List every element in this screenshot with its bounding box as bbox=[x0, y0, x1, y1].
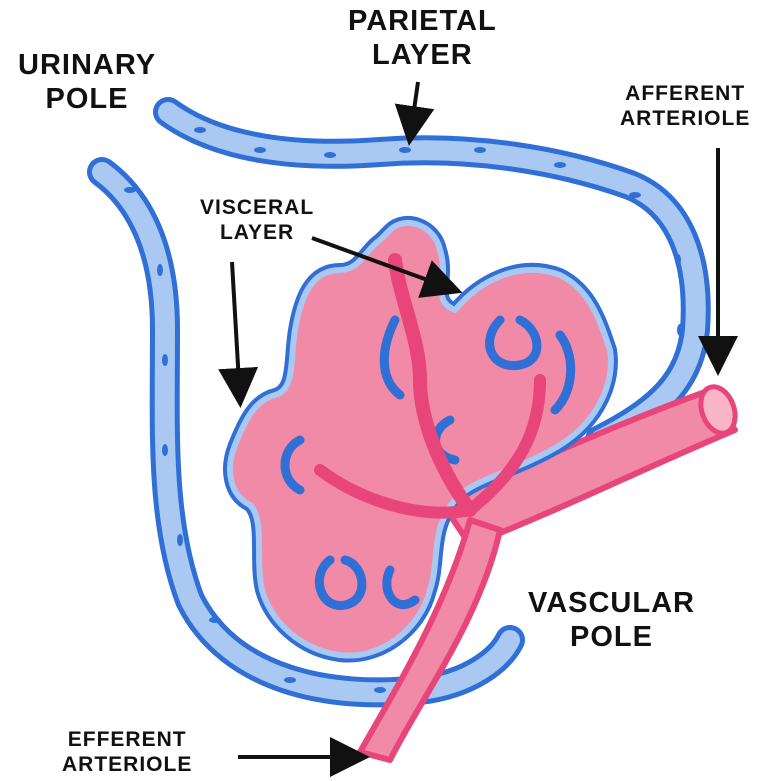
urinary-pole-line-2: POLE bbox=[18, 82, 156, 116]
visceral-layer-label: VISCERAL LAYER bbox=[200, 196, 314, 246]
parietal-layer-label: PARIETAL LAYER bbox=[348, 4, 497, 72]
visceral-layer-arrow-left bbox=[232, 262, 240, 400]
vascular-pole-line-2: POLE bbox=[528, 620, 695, 654]
afferent-arteriole-label: AFFERENT ARTERIOLE bbox=[620, 82, 750, 132]
parietal-layer-arrow bbox=[410, 82, 418, 138]
efferent-arteriole-line-2: ARTERIOLE bbox=[62, 753, 192, 778]
vascular-pole-line-1: VASCULAR bbox=[528, 586, 695, 620]
parietal-layer-line-1: PARIETAL bbox=[348, 4, 497, 38]
afferent-arteriole-line-2: ARTERIOLE bbox=[620, 107, 750, 132]
efferent-arteriole-line-1: EFFERENT bbox=[62, 728, 192, 753]
visceral-layer-line-2: LAYER bbox=[200, 221, 314, 246]
visceral-layer-line-1: VISCERAL bbox=[200, 196, 314, 221]
afferent-arteriole-line-1: AFFERENT bbox=[620, 82, 750, 107]
efferent-arteriole-label: EFFERENT ARTERIOLE bbox=[62, 728, 192, 778]
parietal-layer-line-2: LAYER bbox=[348, 38, 497, 72]
urinary-pole-line-1: URINARY bbox=[18, 48, 156, 82]
vascular-pole-label: VASCULAR POLE bbox=[528, 586, 695, 654]
urinary-pole-label: URINARY POLE bbox=[18, 48, 156, 116]
